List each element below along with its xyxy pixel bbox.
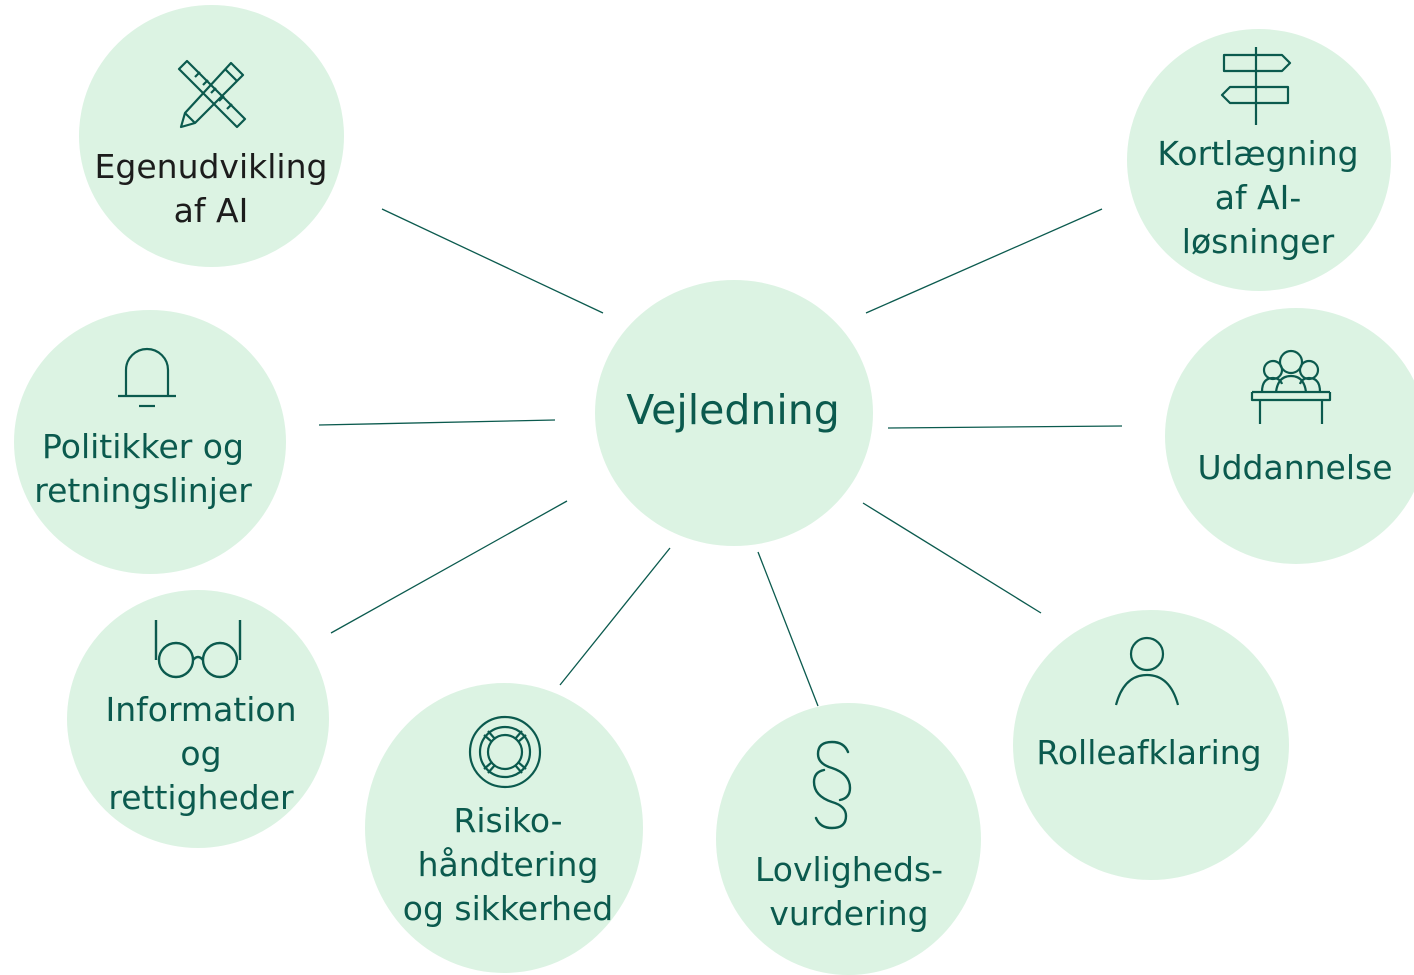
lifebuoy-icon [465, 712, 545, 792]
node-politikker [14, 310, 286, 574]
connector-rolle [862, 502, 1042, 614]
paragraph-icon [804, 738, 860, 832]
label-rolle: Rolleafklaring [1036, 733, 1262, 772]
connector-egenudvikling [381, 208, 604, 314]
node-lovligheds [716, 703, 981, 975]
pencil-ruler-icon [173, 55, 251, 133]
connector-risiko [559, 547, 671, 686]
label-politikker: Politikker og retningslinjer [34, 427, 252, 510]
node-rolle [1013, 610, 1289, 880]
connector-kortlaegning [865, 208, 1103, 314]
label-uddannelse: Uddannelse [1197, 448, 1393, 487]
label-kortlaegning: Kortlægning af AI-løsninger [1157, 134, 1359, 261]
label-information: Information og rettigheder [105, 690, 297, 817]
node-risiko [365, 683, 643, 973]
label-lovligheds: Lovligheds- vurdering [754, 850, 944, 933]
connector-politikker [318, 419, 556, 426]
label-risiko: Risiko- håndtering og sikkerhed [402, 801, 614, 928]
connector-lovligheds [757, 551, 819, 707]
connector-information [330, 500, 568, 634]
label-egenudvikling: Egenudvikling af AI [94, 147, 328, 230]
center-node [595, 280, 873, 546]
classroom-icon [1248, 344, 1334, 428]
node-egenudvikling [79, 5, 344, 267]
signpost-icon [1216, 43, 1296, 127]
glasses-icon [148, 618, 248, 682]
node-kortlaegning [1127, 29, 1391, 291]
connector-uddannelse [887, 425, 1123, 429]
center-label: Vejledning [626, 386, 840, 434]
person-icon [1112, 633, 1182, 709]
node-information [67, 590, 329, 848]
bell-icon [114, 340, 180, 412]
